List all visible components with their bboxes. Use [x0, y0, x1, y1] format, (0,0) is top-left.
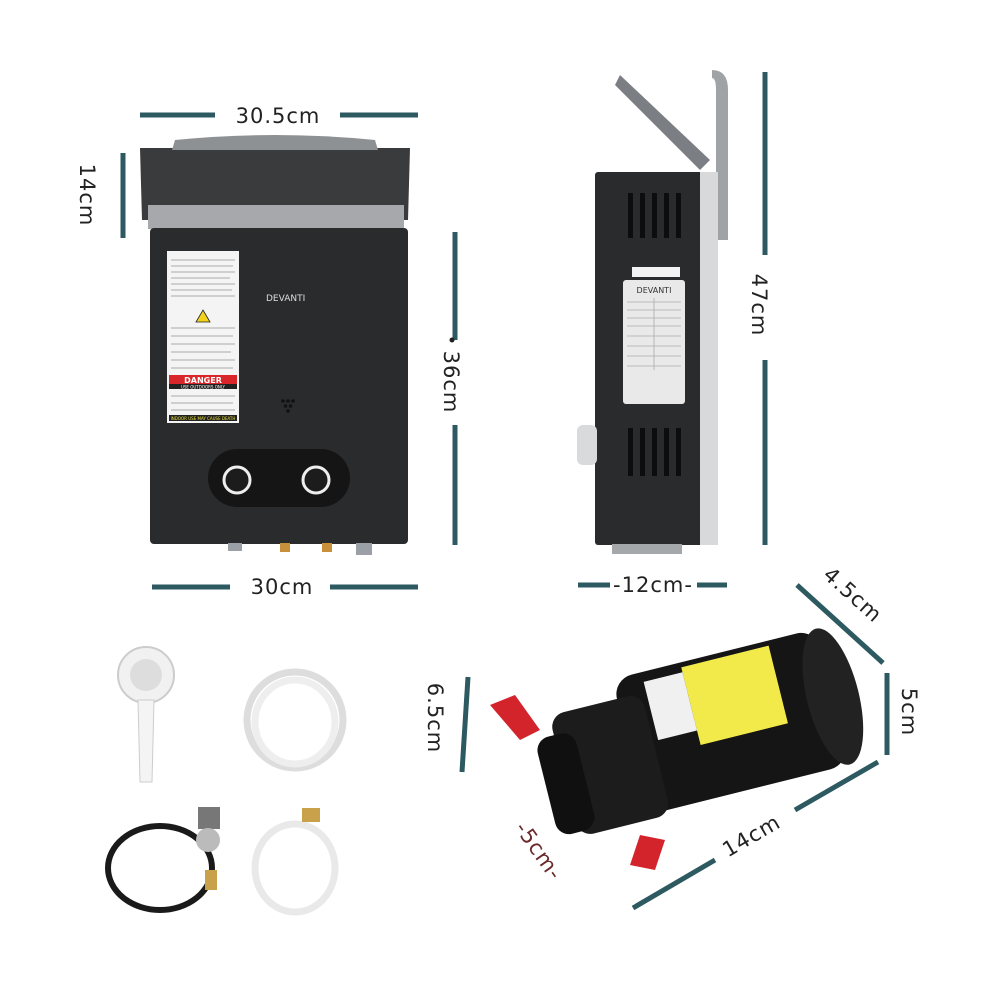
- bottom-connectors: [228, 543, 372, 555]
- side-vents-top: [628, 193, 681, 238]
- water-hose: [251, 808, 339, 916]
- front-width-top-label: 30.5cm: [236, 104, 321, 128]
- barcode: [632, 267, 680, 277]
- side-depth-label: -12cm-: [613, 573, 693, 597]
- danger-text: DANGER: [184, 376, 222, 385]
- accessories: [105, 646, 347, 916]
- side-heater: DEVANTI: [577, 70, 728, 554]
- pump-inlet-cap: [490, 695, 540, 740]
- warning-label: DANGER USE OUTDOORS ONLY INDOOR USE MAY …: [167, 251, 239, 423]
- front-depth-label: 14cm: [75, 164, 99, 227]
- hood-rim: [148, 205, 404, 229]
- front-width-bottom-label: 30cm: [251, 575, 314, 599]
- side-height-label: 47cm: [747, 274, 771, 337]
- dimension-lines: [120, 72, 890, 911]
- pump-label: [681, 645, 788, 746]
- water-pump: [490, 628, 864, 870]
- shower-head: [117, 646, 175, 783]
- side-knob: [577, 425, 597, 465]
- side-hood-arm: [615, 75, 710, 170]
- heater-top-hood: [140, 148, 410, 220]
- pump-outlet-cap: [630, 835, 665, 870]
- side-brand: DEVANTI: [637, 286, 672, 295]
- gas-regulator-hose: [105, 807, 220, 913]
- pump-diameter-label: 5cm: [897, 688, 921, 736]
- front-heater: DANGER USE OUTDOORS ONLY INDOOR USE MAY …: [140, 135, 410, 555]
- heater-handle: [172, 135, 378, 150]
- water-knob[interactable]: [301, 465, 331, 495]
- flame-window: [281, 399, 295, 413]
- shower-hose: [243, 668, 347, 772]
- gas-knob[interactable]: [222, 465, 252, 495]
- pump-height-label: 6.5cm: [423, 683, 447, 753]
- pump-cap-length-label: 4.5cm: [818, 562, 886, 627]
- outdoors-text: USE OUTDOORS ONLY: [181, 385, 226, 390]
- side-vents-bottom: [628, 428, 681, 476]
- indoor-death-text: INDOOR USE MAY CAUSE DEATH: [171, 416, 236, 421]
- warning-triangle-icon: [195, 309, 211, 323]
- brand-logo: DEVANTI: [266, 294, 305, 304]
- front-height-label: 36cm: [439, 351, 463, 414]
- pump-length-label: 14cm: [718, 810, 784, 862]
